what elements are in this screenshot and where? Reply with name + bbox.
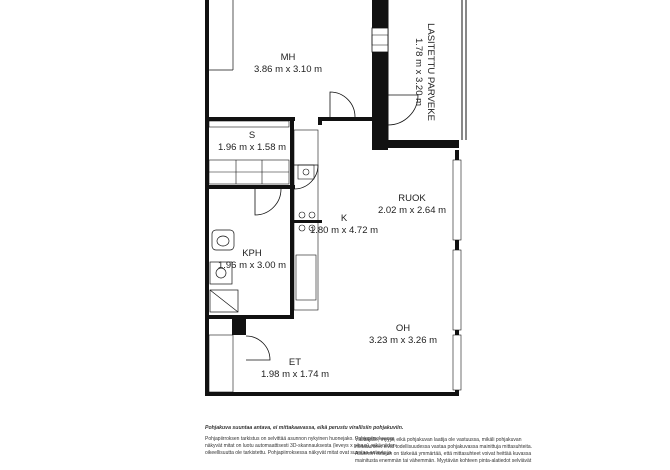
disclaimer-left-line: oikeellisuutta ole tarkistettu. Pohjapii… [205, 450, 392, 456]
disclaimer-right-line: Asunnon ostajan on tärkeää ymmärtää, ett… [355, 451, 532, 457]
wardrobe [209, 0, 234, 71]
et-size: 1.98 m x 1.74 m [261, 369, 329, 380]
et-name: ET [289, 357, 301, 368]
k-name: K [341, 213, 348, 224]
disclaimer-left: Pohjakuva suuntaa antava, ei mittakaavas… [205, 425, 404, 457]
disclaimer-left-line: Pohjapiirroksen tarkistus on selvittää a… [205, 436, 395, 442]
s-size: 1.96 m x 1.58 m [218, 142, 286, 153]
storage-shelves [208, 120, 290, 185]
mh-name: MH [281, 52, 296, 63]
disclaimer-left-title: Pohjakuva suuntaa antava, ei mittakaavas… [205, 425, 404, 431]
kitchen-counter [293, 129, 319, 311]
disclaimer-right-line: Välittäjälle, myyjä, eikä pohjakuvan laa… [355, 437, 522, 443]
bathroom-fixtures [209, 229, 239, 313]
ruok-size: 2.02 m x 2.64 m [378, 205, 446, 216]
disclaimer-right-line: mainitusta enemmän tai vähemmän. Myytävä… [355, 458, 532, 464]
k-size: 1.80 m x 4.72 m [310, 225, 378, 236]
parveke-name: LASITETTU PARVEKE [425, 23, 436, 121]
windows [452, 159, 462, 391]
interior-walls [205, 117, 372, 335]
kph-name: KPH [242, 248, 262, 259]
disclaimer-left-line: näkyvät mitat on luotu automaattisesti 3… [205, 443, 396, 449]
balcony-outline [371, 0, 467, 140]
entry-closet [208, 334, 234, 393]
parveke-label-group: LASITETTU PARVEKE 1.78 m x 3.20 m [413, 23, 436, 121]
mh-size: 3.86 m x 3.10 m [254, 64, 322, 75]
kph-size: 1.96 m x 3.00 m [218, 260, 286, 271]
oh-name: OH [396, 323, 410, 334]
disclaimer-right: Välittäjälle, myyjä, eikä pohjakuvan laa… [355, 437, 565, 465]
ruok-name: RUOK [398, 193, 426, 204]
parveke-size: 1.78 m x 3.20 m [413, 38, 424, 106]
disclaimer-right-line: mittasuhteet eivät todellisuudessa vasta… [355, 444, 533, 450]
s-name: S [249, 130, 255, 141]
oh-size: 3.23 m x 3.26 m [369, 335, 437, 346]
